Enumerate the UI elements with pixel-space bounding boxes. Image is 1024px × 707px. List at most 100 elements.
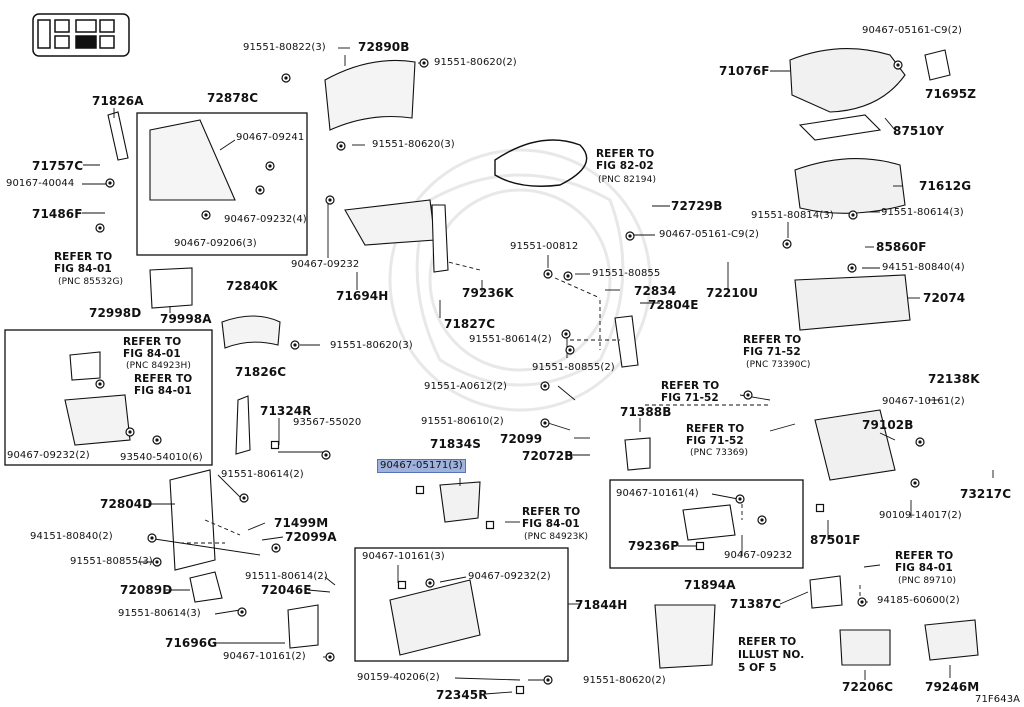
label-72046E: 72046E [261,583,312,597]
label-79246M: 79246M [925,680,980,694]
label-71499M: 71499M [274,516,329,530]
label-79998A: 79998A [160,312,212,326]
label-72834: 72834 [634,284,677,298]
label-90467-09232-b: 90467-09232 [724,550,793,561]
label-diagram-id: 71F643A [975,694,1021,705]
label-fig-71-52-b: FIG 71-52 [661,392,719,404]
label-71827C: 71827C [444,317,496,331]
label-71486F: 71486F [32,207,83,221]
label-90467-09232-2-b: 90467-09232(2) [468,571,551,582]
label-fig-84-01-d: FIG 84-01 [522,518,580,530]
label-71826C: 71826C [235,365,287,379]
label-91551-80610-2: 91551-80610(2) [421,416,504,427]
label-71696G: 71696G [165,636,218,650]
label-91551-80614-3-l: 91551-80614(3) [118,608,201,619]
label-91551-80614-3-r: 91551-80614(3) [881,207,964,218]
label-90467-09206-3: 90467-09206(3) [174,238,257,249]
label-72099A: 72099A [285,530,337,544]
label-91511-80614-2: 91511-80614(2) [245,571,328,582]
label-87501F: 87501F [810,533,861,547]
label-91551-00812: 91551-00812 [510,241,579,252]
label-90167-40044: 90167-40044 [6,178,75,189]
label-pnc-73390C: (PNC 73390C) [746,360,811,370]
label-72072B: 72072B [522,449,574,463]
label-72345R: 72345R [436,688,488,702]
label-pnc-82194: (PNC 82194) [598,175,657,185]
label-refer-71-52-b: REFER TO [661,380,720,392]
label-93540-54010-6: 93540-54010(6) [120,452,203,463]
label-93567-55020: 93567-55020 [293,417,362,428]
label-fig-84-01-a: FIG 84-01 [54,263,112,275]
vehicle-switch-icon [32,13,130,57]
label-72890B: 72890B [358,40,410,54]
label-94185-60600-2: 94185-60600(2) [877,595,960,606]
label-91551-80614-2-b: 91551-80614(2) [221,469,304,480]
label-90467-05161-C9-2-mid: 90467-05161-C9(2) [659,229,760,240]
label-72840K: 72840K [226,279,278,293]
label-72998D: 72998D [89,306,142,320]
label-90467-09232-2-a: 90467-09232(2) [7,450,90,461]
label-pnc-89710: (PNC 89710) [898,576,957,586]
label-90467-10161-2-b: 90467-10161(2) [223,651,306,662]
label-90467-05171-3[interactable]: 90467-05171(3) [377,459,466,473]
group-boxes [4,112,804,662]
label-71387C: 71387C [730,597,782,611]
label-fig-71-52-c: FIG 71-52 [686,435,744,447]
label-fig-82-02: FIG 82-02 [596,160,654,172]
label-71844H: 71844H [575,598,628,612]
label-71834S: 71834S [430,437,481,451]
label-pnc-73369: (PNC 73369) [690,448,749,458]
label-71757C: 71757C [32,159,84,173]
label-refer-84-01-c: REFER TO [134,373,193,385]
label-71612G: 71612G [919,179,972,193]
label-71324R: 71324R [260,404,312,418]
label-90467-10161-3: 90467-10161(3) [362,551,445,562]
label-fig-84-01-b: FIG 84-01 [123,348,181,360]
label-refer-82-02: REFER TO [596,148,655,160]
label-pnc-84923K: (PNC 84923K) [524,532,589,542]
label-refer-84-01-b: REFER TO [123,336,182,348]
label-refer-84-01-a: REFER TO [54,251,113,263]
part-sketches [64,48,979,669]
label-71826A: 71826A [92,94,144,108]
label-85860F: 85860F [876,240,927,254]
label-pnc-85532G: (PNC 85532G) [58,277,124,287]
label-72089D: 72089D [120,583,173,597]
label-91551-80620-3-b: 91551-80620(3) [330,340,413,351]
dashed-lines [180,261,861,600]
label-94151-80840-2: 94151-80840(2) [30,531,113,542]
label-90109-14017-2: 90109-14017(2) [879,510,962,521]
label-91551-A0612-2: 91551-A0612(2) [424,381,508,392]
leader-lines [82,47,994,695]
label-90159-40206-2: 90159-40206(2) [357,672,440,683]
label-87510Y: 87510Y [893,124,945,138]
label-79236P: 79236P [628,539,680,553]
label-71388B: 71388B [620,405,672,419]
label-91551-80814-3: 91551-80814(3) [751,210,834,221]
label-91551-80620-2-bot: 91551-80620(2) [583,675,666,686]
label-79236K: 79236K [462,286,514,300]
label-illust-no: ILLUST NO. [738,649,805,661]
label-72804E: 72804E [648,298,699,312]
label-90467-05161-C9-2-top: 90467-05161-C9(2) [862,25,963,36]
label-pnc-84923H: (PNC 84923H) [126,361,191,371]
label-illust-5of5: 5 OF 5 [738,662,777,674]
label-71894A: 71894A [684,578,736,592]
label-fig-84-01-e: FIG 84-01 [895,562,953,574]
label-refer-71-52-c: REFER TO [686,423,745,435]
label-71695Z: 71695Z [925,87,977,101]
label-72206C: 72206C [842,680,894,694]
label-72099: 72099 [500,432,543,446]
label-73217C: 73217C [960,487,1012,501]
watermark-emblem [388,148,652,412]
label-72878C: 72878C [207,91,259,105]
label-72074: 72074 [923,291,966,305]
label-91551-80620-2-top: 91551-80620(2) [434,57,517,68]
label-refer-71-52-a: REFER TO [743,334,802,346]
label-91551-80855-2: 91551-80855(2) [532,362,615,373]
label-90467-10161-4: 90467-10161(4) [616,488,699,499]
label-91551-80620-3-a: 91551-80620(3) [372,139,455,150]
label-94151-80840-4: 94151-80840(4) [882,262,965,273]
